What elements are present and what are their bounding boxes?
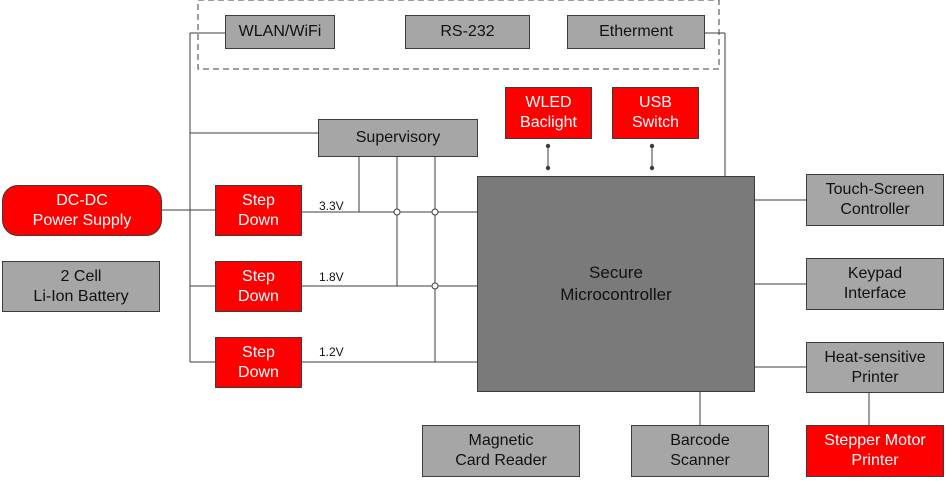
step-down-3v3: Step Down: [215, 185, 302, 236]
voltage-label-3v3: 3.3V: [319, 199, 344, 213]
wled-backlight-block: WLED Baclight: [505, 87, 592, 139]
keypad-interface: Keypad Interface: [806, 258, 944, 310]
usb-switch-block: USB Switch: [612, 87, 699, 139]
wlan-wifi-module: WLAN/WiFi: [225, 15, 335, 49]
voltage-label-1v8: 1.8V: [319, 270, 344, 284]
comm-group-outline: [197, 0, 720, 70]
supervisory-block: Supervisory: [318, 119, 478, 157]
li-ion-battery: 2 Cell Li-Ion Battery: [2, 261, 160, 312]
touch-screen-controller: Touch-Screen Controller: [806, 174, 944, 226]
dc-dc-power-supply: DC-DC Power Supply: [2, 185, 162, 236]
barcode-scanner: Barcode Scanner: [631, 425, 769, 477]
stepper-motor-printer: Stepper Motor Printer: [806, 425, 944, 477]
step-down-1v2: Step Down: [215, 337, 302, 388]
step-down-1v8: Step Down: [215, 261, 302, 312]
junction-dot: [431, 208, 439, 216]
ethernet-module: Etherment: [567, 15, 705, 49]
junction-dot: [393, 208, 401, 216]
voltage-label-1v2: 1.2V: [319, 345, 344, 359]
heat-sensitive-printer: Heat-sensitive Printer: [806, 342, 944, 393]
rs232-module: RS-232: [405, 15, 530, 49]
junction-dot: [431, 282, 439, 290]
magnetic-card-reader: Magnetic Card Reader: [422, 425, 580, 477]
secure-microcontroller: Secure Microcontroller: [477, 176, 755, 392]
